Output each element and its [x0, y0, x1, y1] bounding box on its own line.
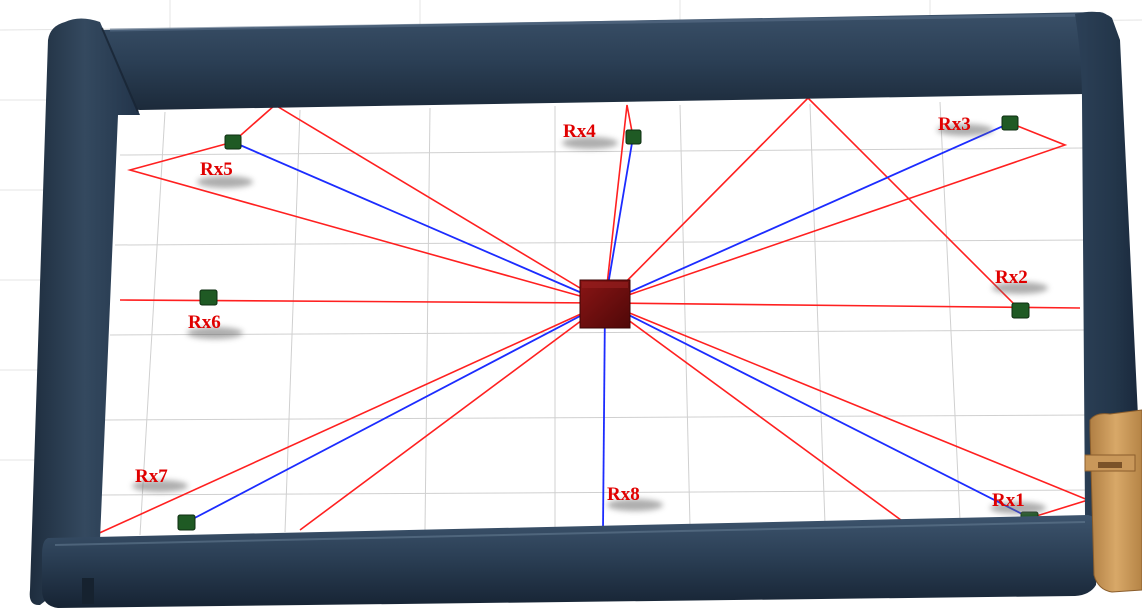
- label-rx5: Rx5: [200, 159, 233, 180]
- receiver-rx3: [1001, 115, 1019, 131]
- receiver-rx7: [177, 514, 196, 531]
- label-rx8: Rx8: [607, 484, 640, 505]
- label-rx6: Rx6: [188, 312, 221, 333]
- ray-rx7-direct: [186, 302, 606, 523]
- door: [1084, 409, 1142, 593]
- ray-rx1-path: [604, 302, 906, 524]
- direct-rays: [186, 122, 1031, 531]
- ray-rx3-direct: [604, 122, 1011, 304]
- wall-top: [97, 12, 1113, 110]
- label-rx2: Rx2: [995, 267, 1028, 288]
- receiver-rx4: [625, 129, 642, 145]
- floor-grid: [99, 101, 1097, 536]
- receiver-rx2: [1011, 302, 1030, 319]
- transmitter: [579, 279, 631, 329]
- ray-rx1-direct: [604, 302, 1031, 519]
- walls: [29, 11, 1142, 608]
- ray-rx4-direct: [604, 136, 634, 304]
- ray-rx7-path: [299, 302, 606, 531]
- ray-rx4-reflection: [604, 104, 634, 304]
- ray-rx7-path-2: [94, 302, 606, 536]
- label-rx4: Rx4: [563, 121, 596, 142]
- label-rx7: Rx7: [135, 466, 168, 487]
- label-rx1: Rx1: [992, 490, 1025, 511]
- wall-bottom: [42, 515, 1101, 608]
- ray-rx3-reflection: [604, 122, 1068, 304]
- ray-rx8-direct: [602, 302, 606, 531]
- receiver-rx6: [199, 289, 218, 306]
- ray-rx2-direct-path: [604, 302, 1081, 309]
- wall-left: [29, 18, 140, 606]
- receiver-labels: Rx5 Rx4 Rx3 Rx6 Rx2 Rx7 Rx8 Rx1: [135, 114, 1028, 511]
- label-shadows: [132, 124, 1048, 514]
- ray-rx5-wall-reflection: [126, 141, 606, 304]
- ray-rx5-direct: [232, 141, 606, 304]
- label-rx3: Rx3: [938, 114, 971, 135]
- receiver-rx5: [224, 134, 242, 150]
